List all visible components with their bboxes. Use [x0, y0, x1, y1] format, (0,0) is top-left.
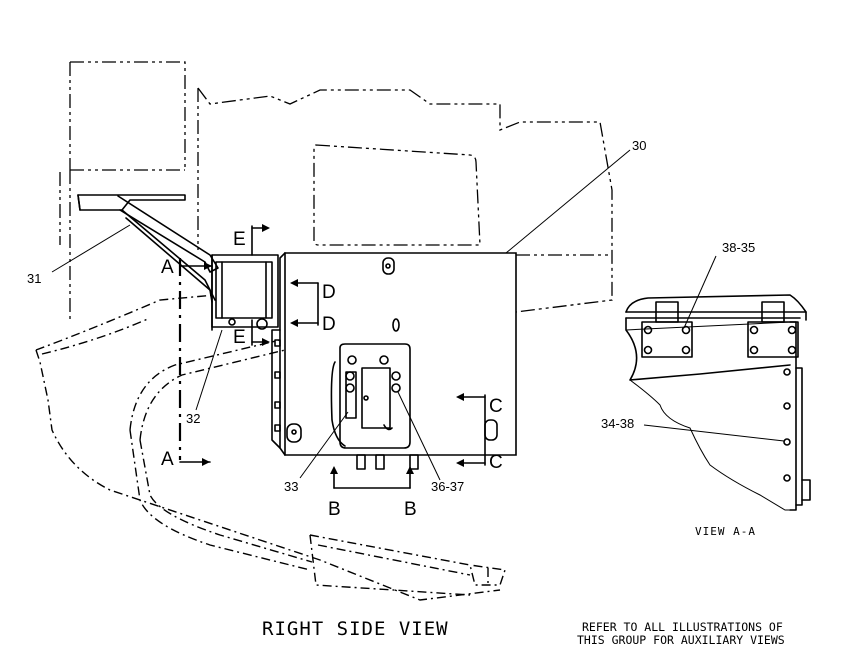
section-letter-d-top: D [322, 282, 336, 303]
mount-box [211, 254, 279, 331]
section-letters: A A B B C C D D E E [161, 229, 503, 520]
section-line-d [290, 279, 319, 327]
callout-31: 31 [27, 271, 41, 286]
cab-phantom [59, 61, 613, 320]
view-aa-title: VIEW A-A [695, 525, 756, 538]
section-letter-e-top: E [233, 229, 246, 250]
callout-30: 30 [632, 138, 646, 153]
section-letter-a-bottom: A [161, 449, 174, 470]
callout-34-38: 34-38 [601, 416, 634, 431]
boom-phantom [35, 294, 506, 601]
section-letter-a-top: A [161, 257, 174, 278]
section-line-e [251, 224, 270, 346]
callout-32: 32 [186, 411, 200, 426]
view-titles: RIGHT SIDE VIEW VIEW A-A REFER TO ALL IL… [262, 525, 785, 647]
section-letter-b-left: B [328, 499, 341, 520]
section-line-c [456, 393, 486, 467]
callout-38-35: 38-35 [722, 240, 755, 255]
section-letter-c-bottom: C [489, 452, 503, 473]
section-line-a [178, 258, 213, 466]
section-letter-c-top: C [489, 396, 503, 417]
view-aa-detail [625, 255, 811, 511]
section-letter-d-bottom: D [322, 314, 336, 335]
callout-labels: 30 31 32 33 36-37 38-35 34-38 [27, 138, 755, 494]
section-letter-e-bottom: E [233, 327, 246, 348]
right-side-view-title: RIGHT SIDE VIEW [262, 618, 449, 640]
section-letter-b-right: B [404, 499, 417, 520]
callout-33: 33 [284, 479, 298, 494]
callout-36-37: 36-37 [431, 479, 464, 494]
mirror-bracket [77, 194, 219, 303]
main-panel [271, 252, 517, 470]
section-line-b [330, 466, 414, 489]
refer-note-line-2: THIS GROUP FOR AUXILIARY VIEWS [577, 633, 785, 647]
leader-lines [51, 149, 631, 481]
refer-note-line-1: REFER TO ALL ILLUSTRATIONS OF [582, 620, 783, 634]
